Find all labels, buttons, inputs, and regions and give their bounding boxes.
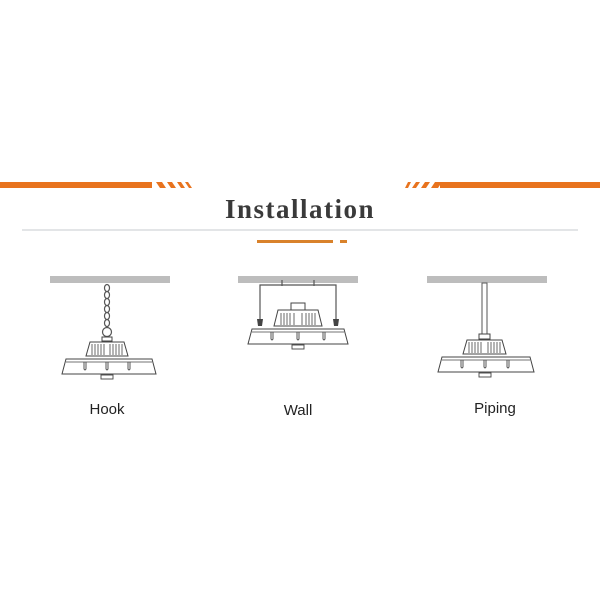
left-orange-bar <box>0 182 152 188</box>
wall-method <box>238 276 360 386</box>
hook-label: Hook <box>89 401 125 418</box>
wall-label: Wall <box>283 402 313 419</box>
left-slash-decoration-icon <box>156 182 192 188</box>
piping-label: Piping <box>474 400 516 417</box>
title-accent-line <box>257 240 333 243</box>
bracket-mount-diagram-icon <box>238 276 358 350</box>
piping-method <box>427 276 549 386</box>
hook-mount-diagram-icon <box>50 276 170 380</box>
pipe-mount-diagram-icon <box>427 276 547 378</box>
hook-method <box>50 276 172 386</box>
page-title: Installation <box>224 194 376 224</box>
right-slash-decoration-icon <box>405 182 442 188</box>
right-orange-bar <box>440 182 600 188</box>
title-accent-dot <box>340 240 347 243</box>
title-divider <box>22 229 578 231</box>
